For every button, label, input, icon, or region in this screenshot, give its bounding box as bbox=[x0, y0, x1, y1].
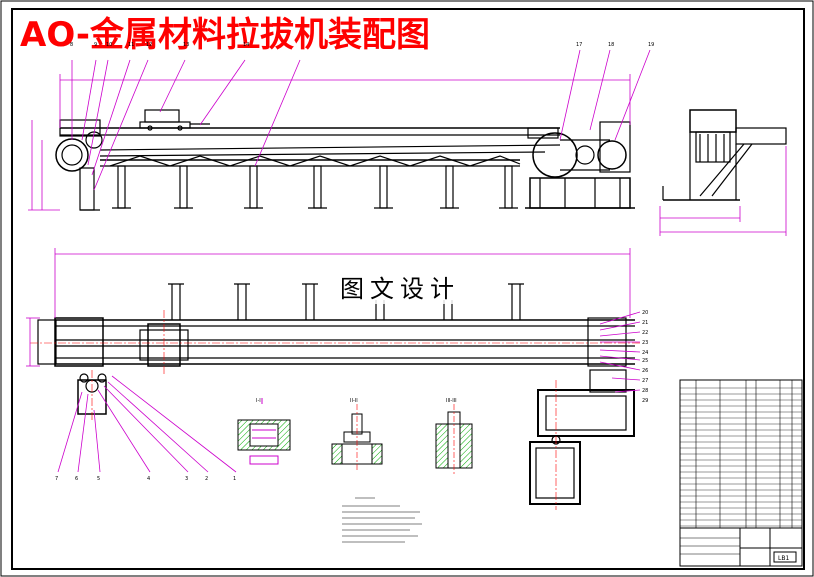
parts-list-rows bbox=[680, 387, 802, 527]
svg-text:14: 14 bbox=[243, 42, 249, 48]
watermark-box bbox=[332, 270, 478, 304]
svg-text:26: 26 bbox=[642, 368, 648, 374]
svg-text:29: 29 bbox=[642, 398, 648, 404]
svg-text:27: 27 bbox=[642, 378, 648, 384]
drawing-title: AO-金属材料拉拔机装配图 bbox=[20, 15, 430, 55]
svg-text:25: 25 bbox=[642, 358, 648, 364]
inner-frame bbox=[11, 8, 805, 570]
watermark-text: 图文设计 bbox=[340, 275, 460, 303]
svg-text:18: 18 bbox=[608, 42, 614, 48]
svg-text:III-III: III-III bbox=[446, 398, 457, 404]
svg-text:1: 1 bbox=[233, 476, 236, 482]
svg-text:I-I: I-I bbox=[256, 398, 261, 404]
centerlines bbox=[30, 310, 640, 510]
svg-text:17: 17 bbox=[576, 42, 582, 48]
right-balloons: 20 21 22 23 24 25 26 27 28 29 bbox=[642, 310, 648, 404]
svg-text:11: 11 bbox=[128, 42, 134, 48]
svg-text:21: 21 bbox=[642, 320, 648, 326]
svg-text:7: 7 bbox=[55, 476, 58, 482]
svg-text:10: 10 bbox=[106, 42, 112, 48]
svg-text:24: 24 bbox=[642, 350, 648, 356]
dimensions-plan bbox=[26, 248, 641, 473]
dimensions-side bbox=[659, 146, 787, 236]
svg-text:23: 23 bbox=[642, 340, 648, 346]
bottom-left-balloons: 7 6 5 4 3 2 1 bbox=[55, 476, 236, 482]
svg-text:19: 19 bbox=[648, 42, 654, 48]
scale-box-label: LB1 bbox=[778, 555, 789, 562]
svg-text:4: 4 bbox=[147, 476, 150, 482]
front-elevation-view bbox=[55, 109, 635, 211]
svg-text:22: 22 bbox=[642, 330, 648, 336]
section-II bbox=[331, 404, 383, 470]
section-I bbox=[237, 398, 291, 465]
section-labels: I-I II-II III-III bbox=[256, 398, 457, 404]
side-view bbox=[662, 109, 787, 201]
svg-text:12: 12 bbox=[146, 42, 152, 48]
svg-text:13: 13 bbox=[183, 42, 189, 48]
svg-text:II-II: II-II bbox=[350, 398, 358, 404]
top-balloon-numbers: 8 9 10 11 12 13 14 17 18 19 bbox=[70, 42, 654, 48]
dimensions-top bbox=[28, 49, 651, 211]
svg-text:8: 8 bbox=[70, 42, 73, 48]
svg-text:28: 28 bbox=[642, 388, 648, 394]
svg-text:2: 2 bbox=[205, 476, 208, 482]
section-III bbox=[435, 404, 473, 474]
svg-text:6: 6 bbox=[75, 476, 78, 482]
title-block bbox=[679, 527, 803, 567]
svg-text:20: 20 bbox=[642, 310, 648, 316]
svg-text:5: 5 bbox=[97, 476, 100, 482]
plan-view bbox=[37, 283, 635, 505]
svg-text:3: 3 bbox=[185, 476, 188, 482]
technical-notes bbox=[342, 497, 422, 543]
svg-text:9: 9 bbox=[94, 42, 97, 48]
